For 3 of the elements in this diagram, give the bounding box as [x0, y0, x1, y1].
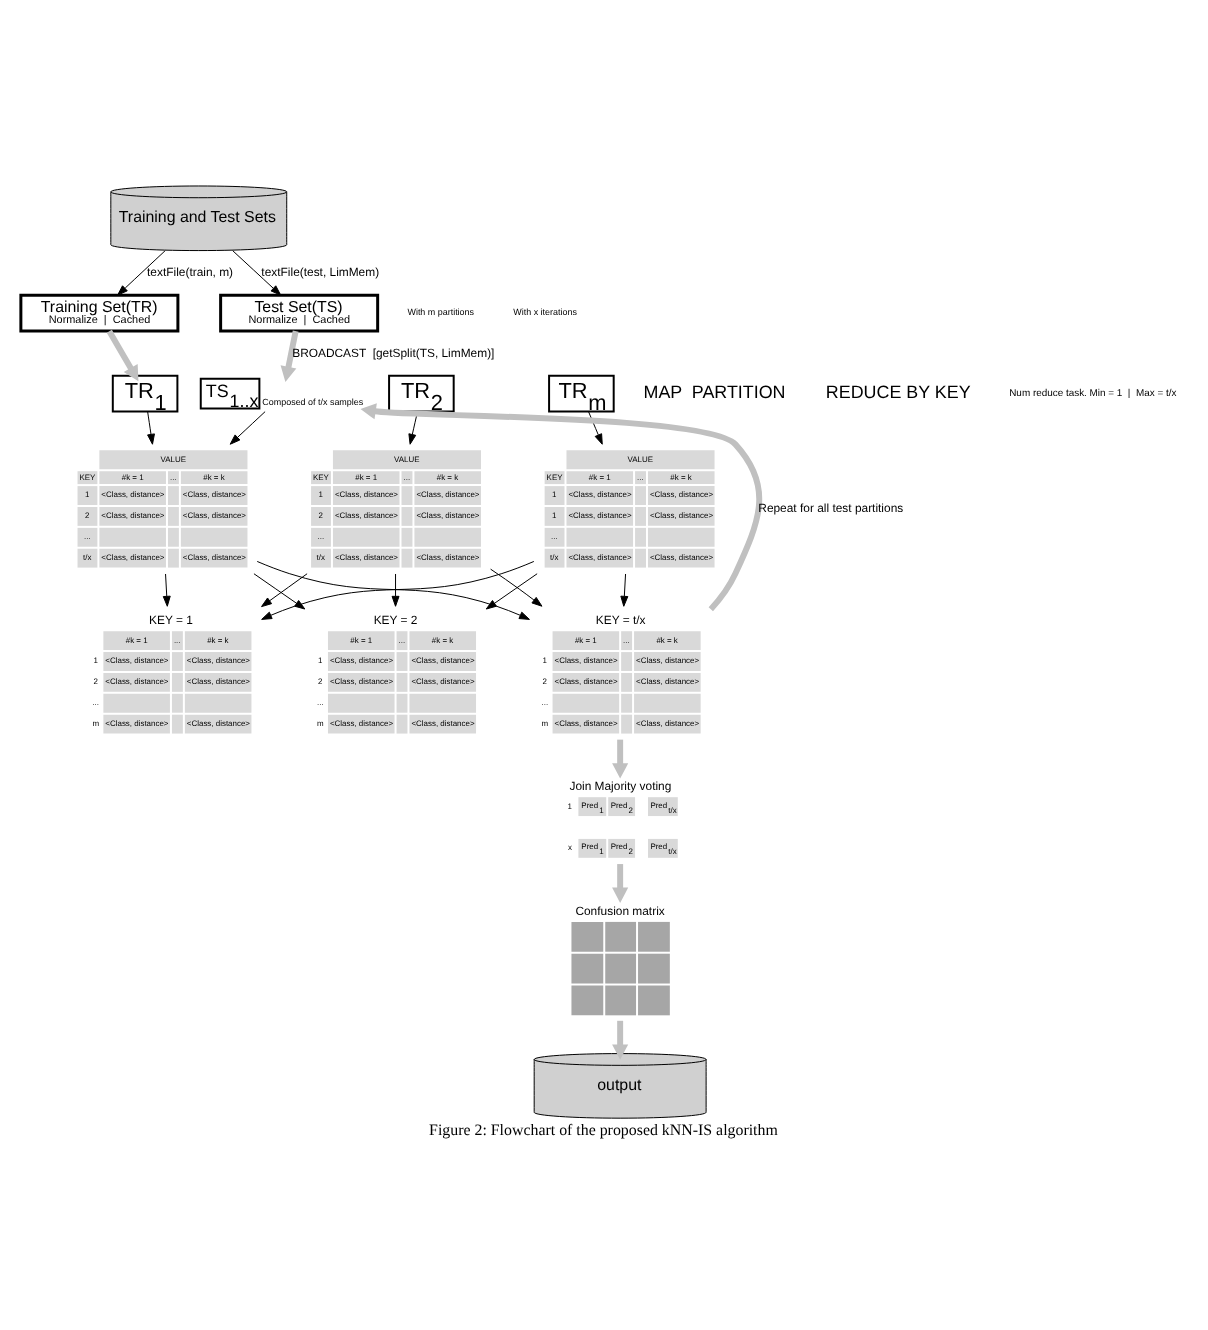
caption: Figure 2: Flowchart of the proposed kNN-IS algorithm [429, 1120, 778, 1139]
label: MAP PARTITION [643, 382, 786, 403]
label: REDUCE BY KEY [825, 382, 971, 403]
